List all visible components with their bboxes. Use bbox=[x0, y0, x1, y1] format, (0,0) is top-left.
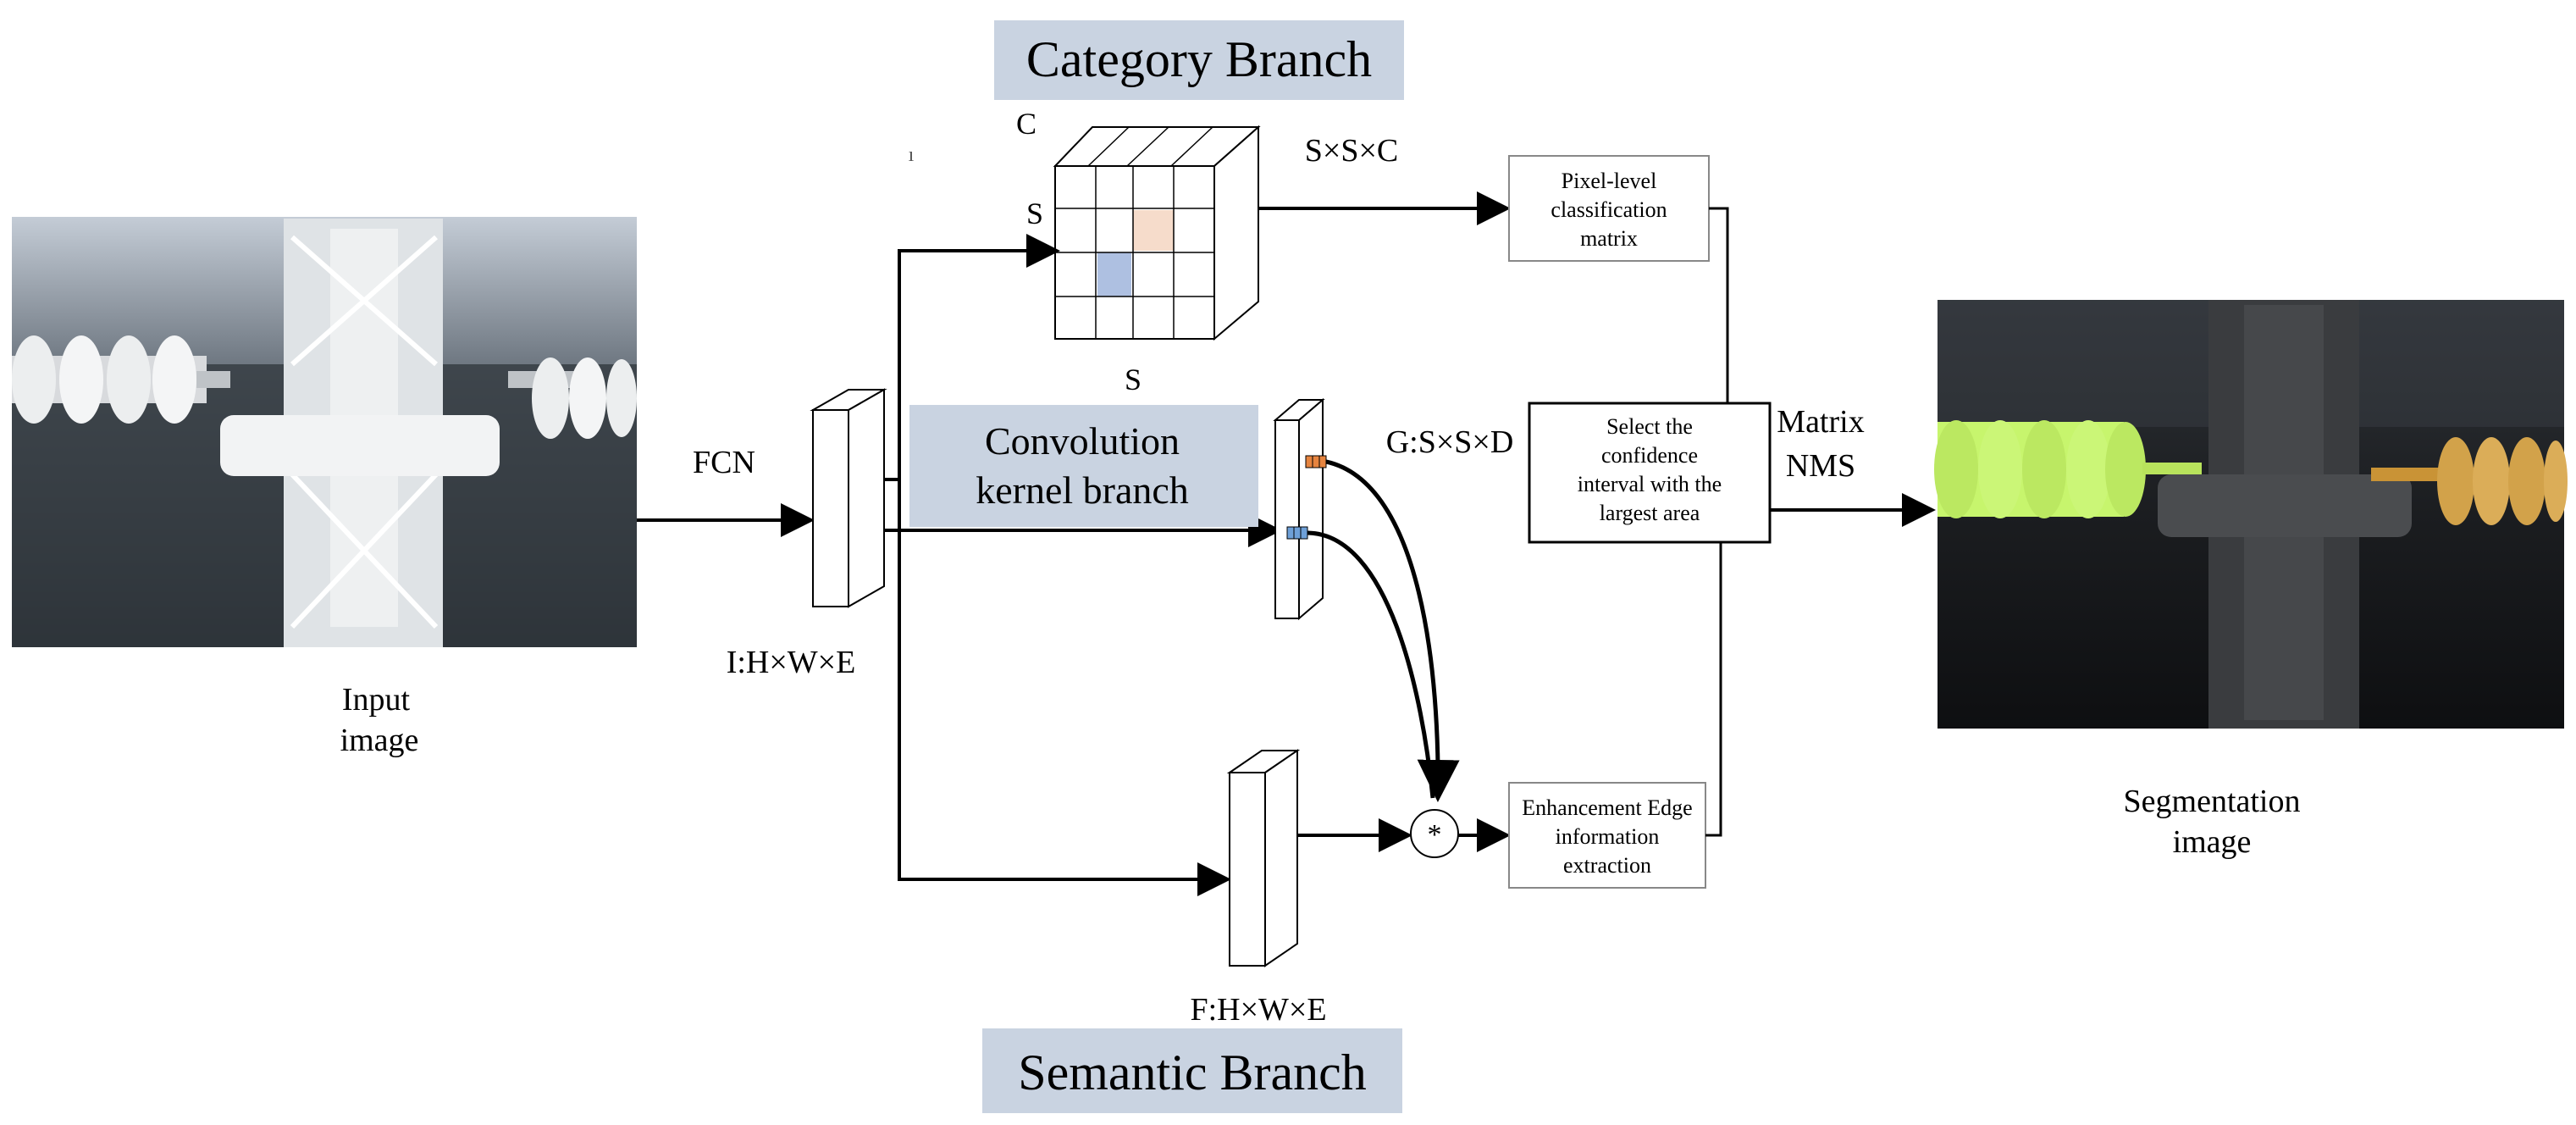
enh-box-line2: information bbox=[1556, 824, 1660, 849]
input-image bbox=[12, 217, 637, 647]
output-caption-line2: image bbox=[2173, 824, 2252, 860]
category-branch-title: Category Branch bbox=[1026, 31, 1372, 87]
select-box-line1: Select the bbox=[1606, 414, 1693, 439]
conv-op-symbol: * bbox=[1428, 819, 1442, 851]
enh-box-line1: Enhancement Edge bbox=[1522, 795, 1692, 820]
feature-i-label: I:H×W×E bbox=[727, 645, 856, 680]
enhancement-edge-box: Enhancement Edge information extraction bbox=[1508, 782, 1706, 889]
category-grid-cube bbox=[1053, 125, 1261, 341]
pixel-box-line1: Pixel-level bbox=[1562, 169, 1657, 193]
enh-box-line3: extraction bbox=[1563, 853, 1651, 878]
kernel-blue-curve bbox=[1307, 530, 1435, 799]
kernel-branch-header: Convolution kernel branch bbox=[909, 405, 1258, 527]
select-box-line4: largest area bbox=[1600, 501, 1700, 525]
segmentation-image bbox=[1934, 300, 2568, 729]
pixel-box-line2: classification bbox=[1551, 197, 1667, 222]
category-branch-header: Category Branch bbox=[994, 20, 1404, 100]
grid-cell-peach bbox=[1133, 210, 1174, 251]
feature-map-i bbox=[810, 388, 887, 608]
kernel-orange-curve bbox=[1325, 459, 1460, 802]
feature-f-label: F:H×W×E bbox=[1190, 992, 1326, 1028]
input-caption-line2: image bbox=[340, 723, 419, 758]
gssd-label: G:S×S×D bbox=[1386, 424, 1514, 460]
grid-s-left-label: S bbox=[1026, 197, 1043, 230]
fcn-label: FCN bbox=[693, 445, 755, 480]
feature-map-f bbox=[1226, 749, 1301, 967]
semantic-branch-header: Semantic Branch bbox=[982, 1028, 1402, 1113]
pixel-box-line3: matrix bbox=[1580, 226, 1638, 251]
kernel-branch-title-line2: kernel branch bbox=[976, 468, 1189, 512]
stray-tick-mark: ı bbox=[909, 144, 915, 166]
nms-label: NMS bbox=[1786, 448, 1855, 484]
grid-c-label: C bbox=[1016, 107, 1036, 141]
convolution-operator: * bbox=[1410, 809, 1459, 858]
output-caption-line1: Segmentation bbox=[2124, 784, 2301, 819]
pixel-classification-box: Pixel-level classification matrix bbox=[1508, 155, 1710, 262]
branch-trunk-lines bbox=[884, 234, 1282, 896]
matrix-label: Matrix bbox=[1777, 404, 1864, 440]
select-confidence-box: Select the confidence interval with the … bbox=[1528, 402, 1772, 544]
kernel-blue bbox=[1286, 526, 1308, 540]
kernel-map-g bbox=[1273, 397, 1327, 621]
semantic-branch-title: Semantic Branch bbox=[1018, 1045, 1367, 1100]
input-caption-line1: Input bbox=[342, 682, 411, 718]
enhancement-to-select-connector bbox=[1705, 542, 1722, 837]
kernel-branch-title-line1: Convolution bbox=[985, 419, 1180, 463]
select-box-line3: interval with the bbox=[1578, 472, 1722, 496]
select-box-line2: confidence bbox=[1601, 443, 1698, 468]
kernel-orange bbox=[1305, 455, 1327, 468]
pixel-to-select-connector bbox=[1709, 207, 1729, 403]
ssc-label: S×S×C bbox=[1305, 133, 1398, 169]
grid-s-bottom-label: S bbox=[1125, 363, 1142, 396]
grid-cell-blue bbox=[1097, 252, 1131, 296]
